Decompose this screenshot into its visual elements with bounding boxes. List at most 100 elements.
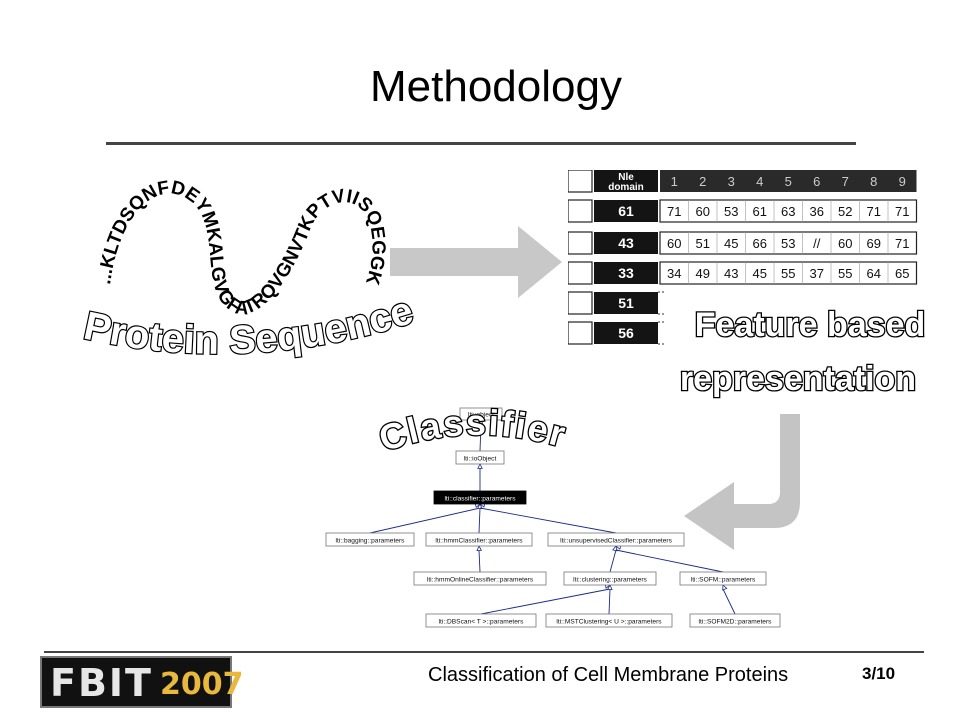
table-cell-value: 61 (753, 204, 767, 219)
tree-edge (609, 549, 617, 573)
tree-node (425, 613, 537, 628)
tree-arrowhead (478, 419, 484, 425)
title-divider (106, 142, 856, 145)
table-cell-value: 34 (667, 266, 681, 281)
footer-title: Classification of Cell Membrane Proteins (428, 664, 789, 686)
tree-arrowhead (722, 584, 728, 591)
tree-arrowhead (476, 545, 482, 552)
table-row-box (568, 231, 593, 255)
fbit-logo: FBIT 2007 (40, 656, 244, 708)
protein-sequence-text: ...KLTDSQNFDEYMKALGVGFATRQVGNVTKPTVIISQE… (70, 150, 389, 320)
table-cell-value: 45 (753, 266, 767, 281)
table-cell-value: 63 (781, 204, 795, 219)
tree-node-label: lti::unsupervisedClassifier::parameters (560, 538, 672, 545)
table-cell-value: 71 (667, 204, 681, 219)
table-cell-value: 55 (838, 266, 852, 281)
table-column-header: 8 (870, 174, 877, 189)
classifier-caption: Classifier (376, 402, 571, 461)
table-row-id: 33 (618, 265, 634, 281)
tree-edge (478, 549, 481, 573)
table-row-id: 56 (618, 325, 634, 341)
logo-year: 2007 (160, 667, 244, 702)
tree-node (545, 613, 673, 628)
tree-node (679, 571, 767, 586)
tree-arrowhead (607, 584, 613, 590)
feature-caption: Feature based representation (679, 305, 927, 400)
table-column-header: 1 (671, 174, 678, 189)
table-column-header: 9 (899, 174, 906, 189)
tree-arrowhead (477, 463, 483, 469)
table-column-header: 7 (842, 174, 849, 189)
tree-node-label: lti::classifier::parameters (444, 496, 516, 503)
slide-title: Methodology (370, 62, 622, 111)
protein-sequence-graphic: ...KLTDSQNFDEYMKALGVGFATRQVGNVTKPTVIISQE… (70, 150, 419, 364)
tree-node-label: lti::hmmOnlineClassifier::parameters (427, 577, 534, 584)
tree-edge (369, 507, 481, 534)
table-column-header: 6 (813, 174, 820, 189)
table-cell-value: 51 (696, 236, 710, 251)
table-cell-value: 53 (781, 236, 795, 251)
table-cell-value: 43 (724, 266, 738, 281)
table-id-cell (594, 170, 658, 192)
table-cell-value: 60 (696, 204, 710, 219)
table-cell-value: 36 (810, 204, 824, 219)
tree-node (459, 407, 503, 421)
table-values-box (659, 261, 918, 285)
tree-edge (479, 507, 617, 534)
classifier-caption-text: Classifier (376, 402, 571, 459)
tree-node-label: lti::SOFM2D::parameters (699, 619, 773, 626)
tree-node-label: lti::SOFM::parameters (691, 577, 756, 584)
table-row-box (568, 199, 593, 223)
feature-caption-line1: Feature based (695, 306, 926, 344)
tree-node (425, 532, 533, 547)
table-cell-value: 37 (810, 266, 824, 281)
table-cell-value: // (813, 236, 821, 251)
table-cell-value: 55 (781, 266, 795, 281)
table-cell-value: 53 (724, 204, 738, 219)
tree-node-label: lti::ioObject (464, 456, 497, 463)
table-row-box (568, 261, 593, 285)
tree-edge (478, 507, 481, 534)
table-column-header: 4 (756, 174, 763, 189)
table-cell-value: 49 (696, 266, 710, 281)
arrow-right-icon (390, 226, 562, 298)
classifier-tree: lti::objectlti::ioObjectlti::classifier:… (325, 407, 781, 628)
tree-edge (608, 588, 611, 615)
table-row-box (568, 170, 593, 193)
page-number: 3/10 (862, 664, 896, 683)
table-id-cell (594, 262, 658, 284)
table-id-cell (594, 292, 658, 314)
feature-caption-line2: representation (680, 360, 916, 398)
table-cell-value: 52 (838, 204, 852, 219)
table-cell-value: 71 (895, 204, 909, 219)
table-header-band (660, 170, 917, 192)
tree-node-label: lti::bagging::parameters (336, 538, 406, 545)
table-cell-value: 45 (724, 236, 738, 251)
tree-edge (479, 423, 482, 452)
tree-edge (480, 588, 611, 615)
table-cell-value: 71 (867, 204, 881, 219)
table-cell-value: 64 (867, 266, 881, 281)
curved-arrow-icon (684, 414, 800, 550)
table-values-box (659, 199, 918, 223)
table-values-box (659, 231, 918, 255)
table-row-id: 61 (618, 203, 634, 219)
tree-node-label: lti::object (468, 412, 494, 419)
table-id-cell (594, 322, 658, 344)
tree-node (455, 450, 505, 465)
table-id-cell (594, 200, 658, 222)
tree-node (689, 613, 781, 628)
tree-node-label: lti::MSTClustering< U >::parameters (556, 619, 662, 626)
table-row-box (568, 291, 593, 315)
table-column-header: 5 (785, 174, 792, 189)
table-row-box (568, 321, 593, 345)
table-column-header: 3 (728, 174, 735, 189)
tree-arrowhead (612, 545, 618, 552)
table-cell-value: 65 (895, 266, 909, 281)
table-id-cell (594, 232, 658, 254)
tree-edge (722, 588, 736, 615)
tree-node (547, 532, 685, 547)
footer-divider (44, 651, 924, 653)
logo-text: FBIT (50, 661, 153, 705)
table-cell-value: 60 (838, 236, 852, 251)
